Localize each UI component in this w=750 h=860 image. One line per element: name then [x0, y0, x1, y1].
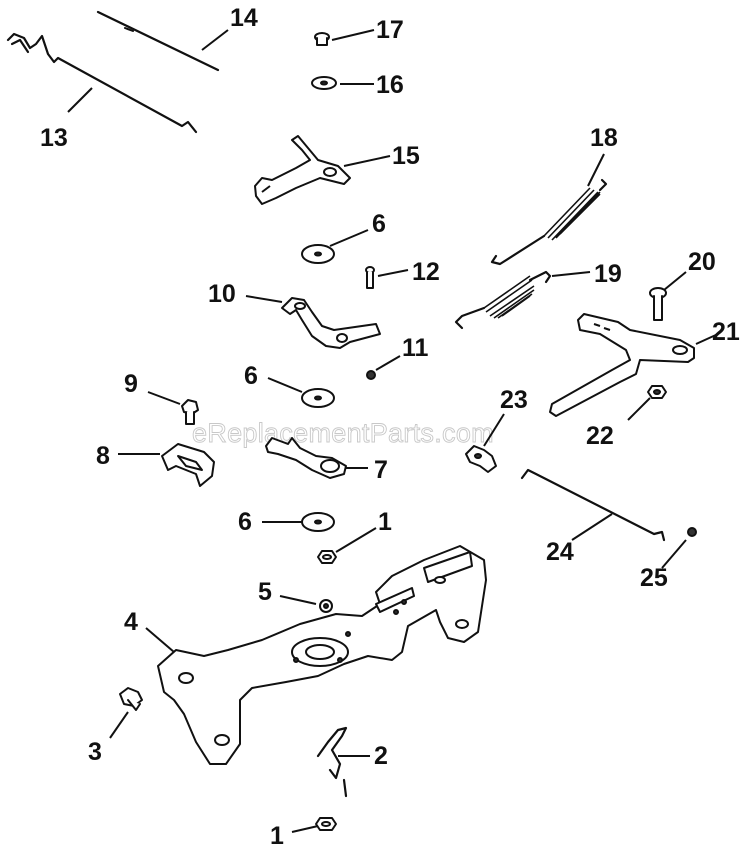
callout-4: 4 — [124, 608, 138, 636]
callout-18: 18 — [590, 124, 618, 152]
part-8-clamp — [161, 443, 215, 487]
part-20-bolt — [649, 287, 667, 321]
part-18-spring — [490, 178, 608, 266]
callout-19: 19 — [594, 260, 622, 288]
callout-15: 15 — [392, 142, 420, 170]
part-22-nut — [647, 385, 667, 399]
part-3-bolt — [119, 687, 143, 711]
callout-14: 14 — [230, 4, 258, 32]
callout-3: 3 — [88, 738, 102, 766]
leader-lines — [67, 29, 719, 833]
callout-23: 23 — [500, 386, 528, 414]
callout-25: 25 — [640, 564, 668, 592]
callout-1-bottom: 1 — [270, 822, 284, 850]
part-1-nut-top — [317, 550, 337, 564]
callout-12: 12 — [412, 258, 440, 286]
callout-22: 22 — [586, 422, 614, 450]
callout-17: 17 — [376, 16, 404, 44]
callout-9: 9 — [124, 370, 138, 398]
part-24-rod — [520, 468, 666, 542]
part-9-bolt — [181, 399, 199, 425]
part-1-nut-bottom — [315, 817, 337, 831]
callout-6-mid: 6 — [244, 362, 258, 390]
part-5-nut — [319, 599, 333, 613]
callout-13: 13 — [40, 124, 68, 152]
callout-5: 5 — [258, 578, 272, 606]
part-6-washer-low — [301, 512, 335, 532]
part-14-rod — [96, 10, 220, 72]
part-21-lever — [549, 313, 695, 417]
part-16-washer — [311, 76, 337, 90]
callout-20: 20 — [688, 248, 716, 276]
callout-10: 10 — [208, 280, 236, 308]
part-25-nut — [687, 527, 697, 537]
part-11-nut — [366, 370, 376, 380]
part-15-bracket — [254, 135, 351, 205]
part-7-plate — [265, 437, 347, 479]
part-6-washer-mid — [301, 388, 335, 408]
part-19-spring — [454, 270, 552, 330]
part-12-pin — [365, 266, 375, 289]
callout-11: 11 — [402, 334, 429, 362]
part-17-screw — [314, 32, 330, 46]
part-13-link — [6, 32, 198, 134]
callouts: 14 13 17 16 15 6 12 10 11 6 9 8 7 6 1 5 … — [40, 4, 740, 850]
callout-24: 24 — [546, 538, 574, 566]
part-6-washer-top — [301, 244, 335, 264]
callout-21: 21 — [712, 318, 740, 346]
callout-6-low: 6 — [238, 508, 252, 536]
callout-2: 2 — [374, 742, 388, 770]
callout-1-top: 1 — [378, 508, 392, 536]
callout-6-top: 6 — [372, 210, 386, 238]
part-10-lever — [281, 297, 381, 349]
part-4-bracket — [157, 545, 487, 765]
watermark: eReplacementParts.com — [192, 418, 494, 448]
callout-7: 7 — [374, 456, 388, 484]
part-2-spring — [316, 726, 348, 798]
callout-16: 16 — [376, 71, 404, 99]
part-23-clip — [465, 445, 497, 473]
callout-8: 8 — [96, 442, 110, 470]
